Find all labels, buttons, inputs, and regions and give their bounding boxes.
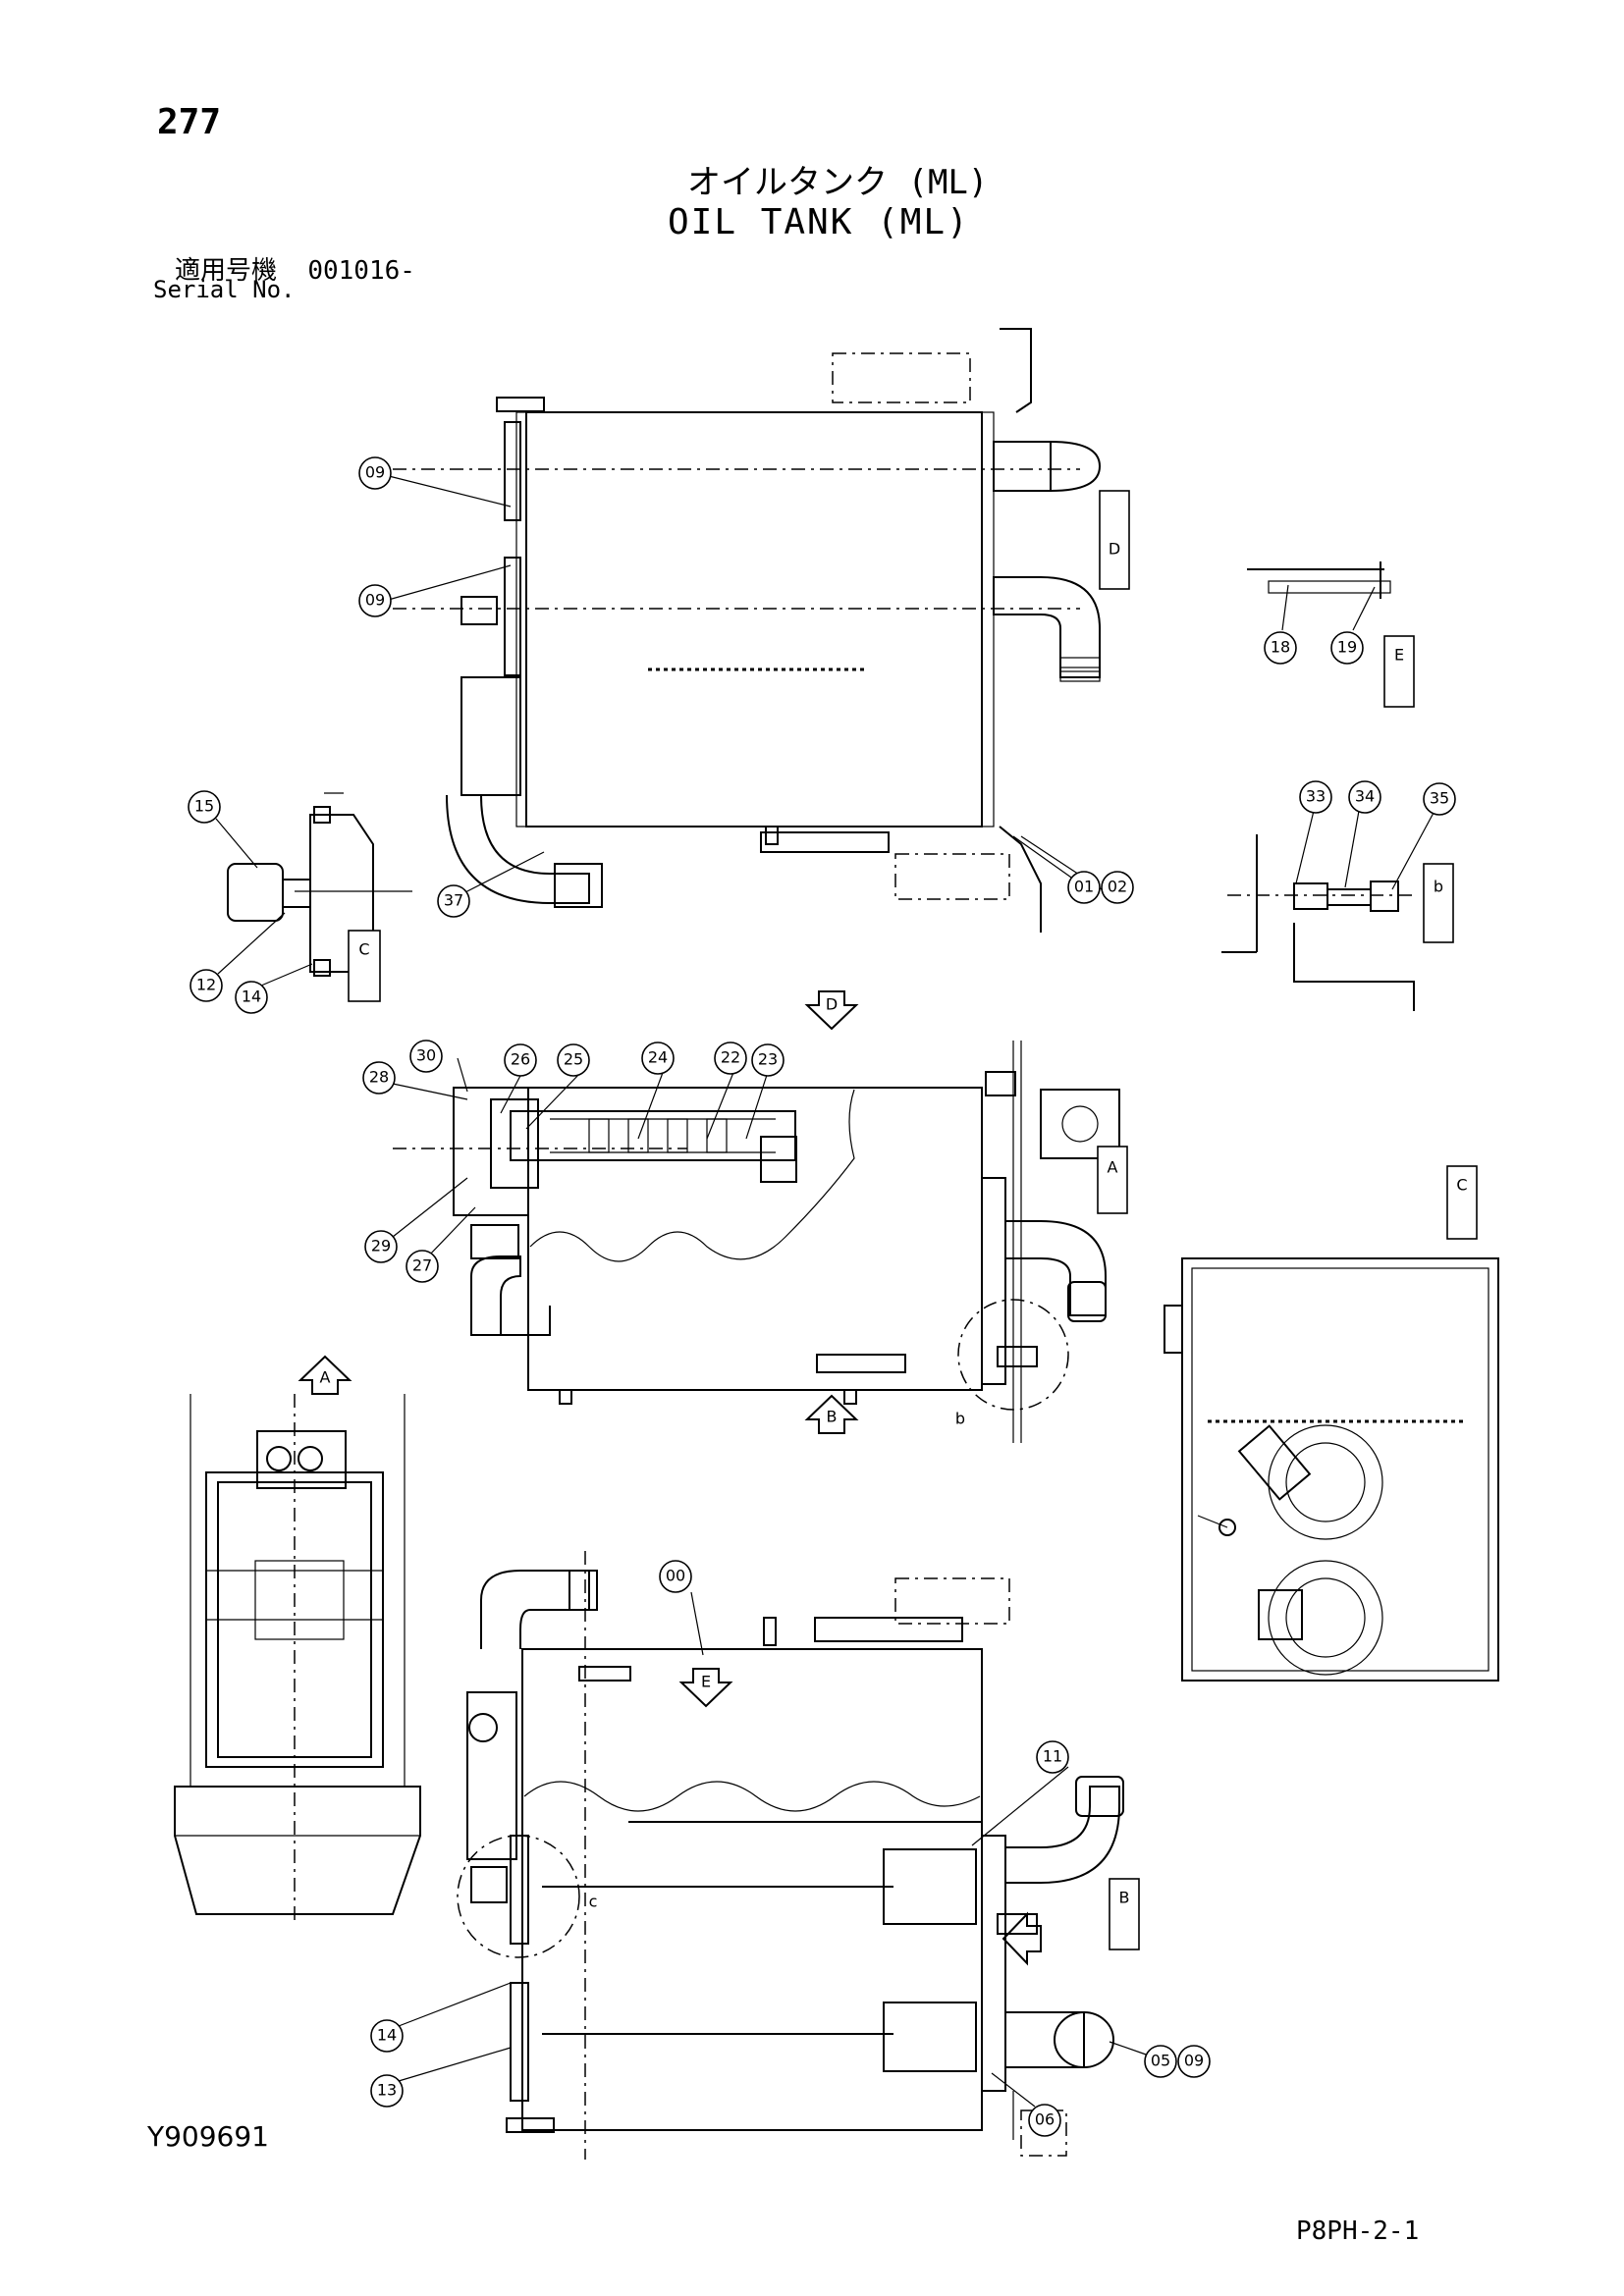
document-id: Y909691 — [147, 2120, 269, 2153]
callout-14-b: 14 — [370, 2019, 404, 2053]
callout-30: 30 — [409, 1040, 443, 1073]
svg-text:02: 02 — [1108, 878, 1127, 896]
view-box-labels: D D E C b A C B b c — [358, 490, 1468, 1911]
svg-text:23: 23 — [758, 1050, 778, 1069]
svg-text:25: 25 — [564, 1050, 583, 1069]
svg-text:35: 35 — [1430, 789, 1449, 808]
callout-01: 01 — [1067, 871, 1101, 904]
svg-text:00: 00 — [666, 1567, 685, 1585]
svg-text:33: 33 — [1306, 787, 1326, 806]
callout-13: 13 — [370, 2074, 404, 2108]
svg-text:34: 34 — [1355, 787, 1375, 806]
svg-text:15: 15 — [194, 797, 214, 816]
arrow-e-label: E — [701, 1673, 711, 1691]
view-a-tank — [393, 1041, 1128, 1443]
callout-circles: 09 09 15 12 14 37 01 02 18 19 33 34 35 2… — [188, 456, 1456, 2137]
callout-19: 19 — [1330, 631, 1364, 665]
callout-37: 37 — [437, 884, 470, 918]
view-c-letter: C — [1456, 1176, 1467, 1195]
callout-12: 12 — [189, 969, 223, 1002]
callout-24: 24 — [641, 1041, 675, 1075]
svg-text:09: 09 — [365, 463, 385, 482]
arrow-a-label: A — [320, 1368, 331, 1387]
page-code: P8PH-2-1 — [1296, 2216, 1420, 2246]
callout-28: 28 — [362, 1061, 396, 1095]
view-d-letter: D — [1109, 540, 1120, 559]
title-japanese: オイルタンク (ML) — [687, 163, 989, 202]
callout-09-c: 09 — [1177, 2045, 1211, 2078]
callout-09-b: 09 — [358, 584, 392, 617]
svg-text:22: 22 — [721, 1048, 740, 1067]
serial-label-jp-text: 適用号機 — [175, 256, 278, 286]
svg-text:09: 09 — [1184, 2052, 1204, 2070]
view-c-tank — [1164, 1165, 1499, 1682]
view-a-letter: A — [1108, 1158, 1118, 1177]
svg-text:26: 26 — [511, 1050, 530, 1069]
callout-15: 15 — [188, 790, 221, 824]
svg-text:01: 01 — [1074, 878, 1094, 896]
callout-34: 34 — [1348, 780, 1381, 814]
callout-35: 35 — [1423, 782, 1456, 816]
svg-text:09: 09 — [365, 591, 385, 610]
callout-18: 18 — [1264, 631, 1297, 665]
svg-text:05: 05 — [1151, 2052, 1170, 2070]
svg-text:12: 12 — [196, 976, 216, 994]
svg-text:06: 06 — [1035, 2110, 1055, 2129]
svg-text:24: 24 — [648, 1048, 668, 1067]
callout-25: 25 — [557, 1043, 590, 1077]
callout-33: 33 — [1299, 780, 1332, 814]
svg-text:27: 27 — [412, 1256, 432, 1275]
detail-c-drawing — [227, 792, 412, 1002]
svg-text:19: 19 — [1337, 638, 1357, 657]
svg-text:30: 30 — [416, 1046, 436, 1065]
svg-text:14: 14 — [242, 988, 261, 1006]
callout-27: 27 — [406, 1250, 439, 1283]
page-number: 277 — [157, 102, 222, 142]
callout-29: 29 — [364, 1230, 398, 1263]
arrow-d-label: D — [826, 995, 838, 1014]
svg-text:29: 29 — [371, 1237, 391, 1255]
detail-b-letter: b — [1434, 878, 1443, 896]
svg-text:11: 11 — [1043, 1747, 1062, 1766]
view-arrows: D B A E — [298, 990, 1042, 1966]
callout-11: 11 — [1036, 1740, 1069, 1774]
svg-text:14: 14 — [377, 2026, 397, 2045]
detail-b-ref: b — [955, 1410, 965, 1428]
callout-22: 22 — [714, 1041, 747, 1075]
svg-text:13: 13 — [377, 2081, 397, 2100]
callout-leaders — [215, 474, 1435, 2108]
detail-c-ref: c — [589, 1893, 598, 1911]
callout-14-a: 14 — [235, 981, 268, 1014]
callout-06: 06 — [1028, 2104, 1061, 2137]
callout-23: 23 — [751, 1043, 785, 1077]
top-view-tank — [393, 328, 1102, 933]
callout-09-a: 09 — [358, 456, 392, 490]
detail-c-letter: C — [358, 940, 369, 959]
section-e-drawing — [1247, 561, 1415, 708]
serial-label-english: Serial No. — [153, 276, 296, 303]
serial-label-japanese: 適用号機 001016- — [175, 250, 415, 287]
svg-text:18: 18 — [1271, 638, 1290, 657]
view-b-tank — [457, 1551, 1140, 2160]
machine-side-view — [174, 1394, 421, 1924]
svg-text:37: 37 — [444, 891, 463, 910]
callout-02: 02 — [1101, 871, 1134, 904]
svg-text:28: 28 — [369, 1068, 389, 1087]
serial-value: 001016- — [307, 256, 415, 286]
section-e-letter: E — [1394, 646, 1404, 665]
callout-26: 26 — [504, 1043, 537, 1077]
detail-b-drawing — [1221, 834, 1454, 1011]
callout-05: 05 — [1144, 2045, 1177, 2078]
arrow-b-label: B — [827, 1408, 838, 1426]
title-english: OIL TANK (ML) — [668, 202, 970, 242]
view-b-letter: B — [1119, 1889, 1130, 1907]
callout-00: 00 — [659, 1560, 692, 1593]
